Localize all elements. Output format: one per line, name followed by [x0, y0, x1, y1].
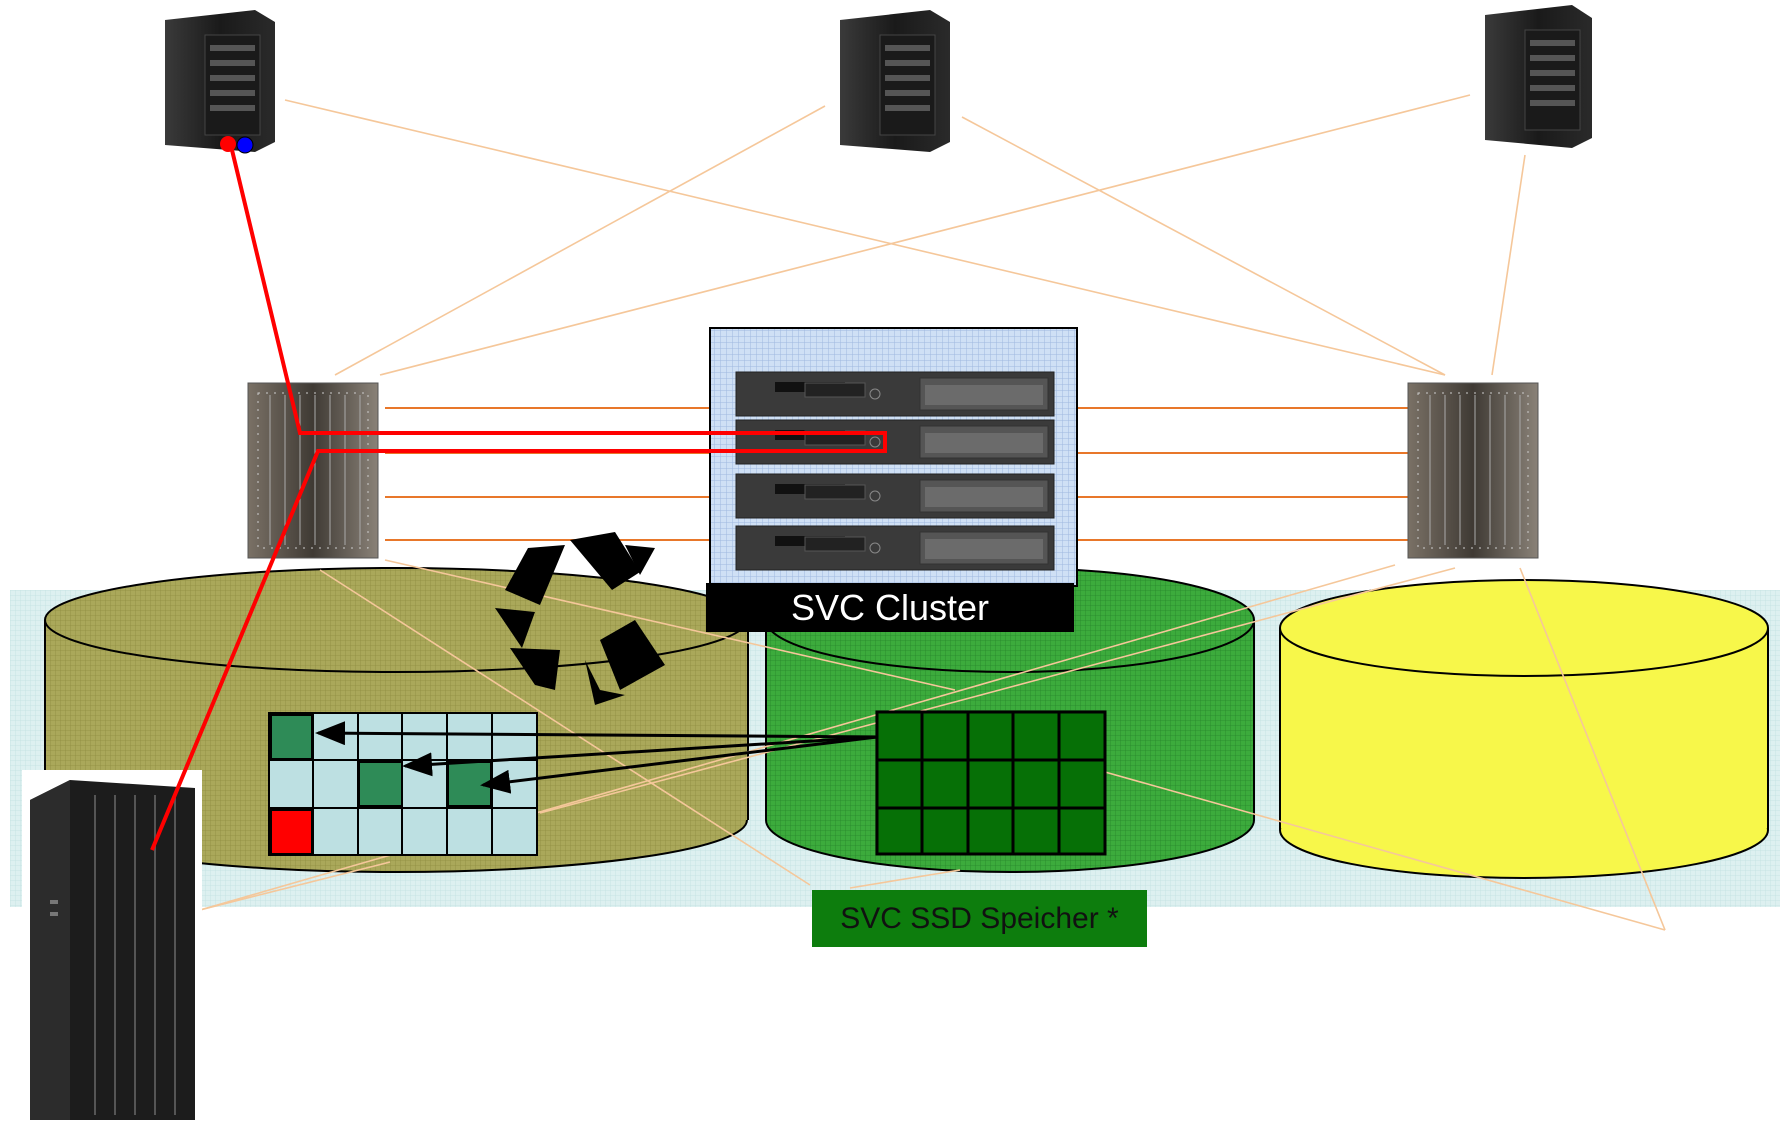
svc-node-4	[735, 525, 1055, 571]
ssd-extent-grid	[875, 710, 1107, 856]
svc-node-3	[735, 473, 1055, 519]
storage-tower-icon	[22, 770, 202, 1126]
ssd-storage-label: SVC SSD Speicher *	[812, 890, 1147, 947]
migration-arrows	[315, 721, 878, 794]
tower-server-icon	[1485, 5, 1592, 148]
svc-node-1	[735, 371, 1055, 417]
recycle-icon	[495, 532, 665, 705]
storage-pool-third	[1279, 579, 1769, 879]
fabric-links	[199, 94, 1666, 931]
svc-cluster	[709, 327, 1078, 587]
io-path	[150, 149, 887, 851]
director-switch-icon	[1407, 382, 1539, 559]
tower-server-icon	[840, 10, 950, 152]
svc-node-2	[735, 419, 1055, 465]
svc-cluster-label: SVC Cluster	[706, 583, 1074, 632]
tower-server-icon	[165, 10, 275, 154]
director-switch-icon	[247, 382, 379, 559]
